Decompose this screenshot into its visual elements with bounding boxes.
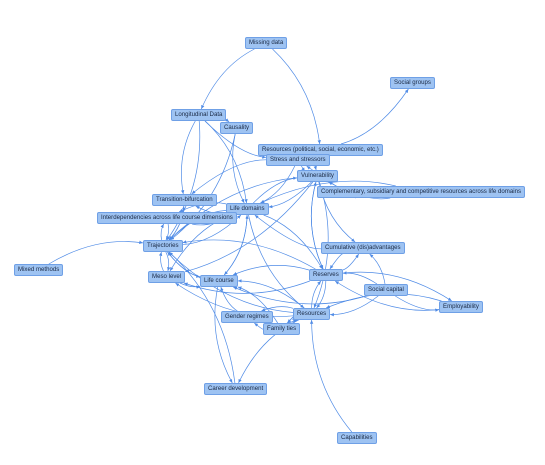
edge-reserves-to-life-course [232,265,310,276]
edge-resources-to-meso-level [175,282,294,317]
edge-cumulative-to-reserves [329,253,343,270]
node-transition-bifurcation[interactable]: Transition-bifurcation [152,194,217,206]
edge-resources-to-trajectories [168,251,294,313]
edge-career-development-to-trajectories [168,251,236,384]
node-meso-level[interactable]: Meso level [148,271,186,283]
node-reserves[interactable]: Reserves [309,269,343,281]
node-social-groups[interactable]: Social groups [390,77,435,89]
node-trajectories[interactable]: Trajectories [143,240,183,252]
edge-complementary-to-life-domains [260,180,396,204]
edge-life-domains-to-life-course [223,214,248,276]
edge-longitudinal-data-to-trajectories [166,120,201,241]
edge-resources-to-gender-regimes [261,306,294,312]
node-missing-data[interactable]: Missing data [245,37,288,49]
node-life-course[interactable]: Life course [200,275,238,287]
node-social-capital[interactable]: Social capital [364,284,408,296]
node-family-ties[interactable]: Family ties [263,323,301,335]
node-complementary-resources[interactable]: Complementary, subsidiary and competitiv… [317,186,526,198]
edge-gender-regimes-to-life-course [220,286,238,312]
edge-family-ties-to-life-course [237,286,278,324]
edge-trajectories-to-transition [168,205,186,241]
edge-reserves-to-trajectories [182,239,316,270]
edge-missing-data-to-longitudinal-data [200,48,255,110]
edge-longitudinal-data-to-transition [180,120,196,195]
edge-interdependencies-to-trajectories [165,223,170,241]
edge-cumulative-to-life-domains [254,214,322,250]
edge-social-capital-to-employability [395,295,440,312]
edge-resources-political-to-social-groups [340,88,409,145]
edge-life-course-to-life-domains [223,214,249,276]
node-gender-regimes[interactable]: Gender regimes [221,311,273,323]
edge-resources-to-reserves [311,280,322,309]
node-stress-and-stressors[interactable]: Stress and stressors [266,154,330,166]
edge-social-capital-to-resources [330,295,379,317]
edge-mixed-methods-to-trajectories [48,240,144,265]
edge-reserves-to-cumulative [342,253,359,271]
edge-life-domains-to-reserves [263,214,323,270]
node-career-development[interactable]: Career development [204,383,268,395]
node-causality[interactable]: Causality [220,122,254,134]
node-employability[interactable]: Employability [439,301,483,313]
edge-life-course-to-career-development [214,286,233,384]
node-longitudinal-data[interactable]: Longitudinal Data [171,109,227,121]
edge-reserves-to-vulnerability [310,181,324,270]
node-cumulative-disadvantages[interactable]: Cumulative (dis)advantages [321,242,405,254]
edge-reserves-to-meso-level [183,280,310,294]
edge-capabilities-to-resources [309,319,353,433]
edge-resources-to-life-course [237,279,305,309]
node-mixed-methods[interactable]: Mixed methods [14,264,64,276]
edge-vulnerability-to-life-domains [268,181,312,209]
edge-vulnerability-to-trajectories [168,177,298,241]
node-vulnerability[interactable]: Vulnerability [297,170,338,182]
edge-trajectories-to-interdependencies [160,223,165,241]
edge-reserves-to-resources [316,280,327,309]
edge-social-capital-to-cumulative [369,253,386,285]
node-capabilities[interactable]: Capabilities [337,432,377,444]
node-resources[interactable]: Resources [293,308,331,320]
edge-causality-to-trajectories [170,133,236,241]
edge-social-capital-to-reserves [342,271,378,285]
edge-trajectories-to-meso-level [165,251,171,272]
edge-vulnerability-to-meso-level [185,181,314,273]
edge-life-domains-to-resources [248,214,305,309]
edge-reserves-to-employability [342,271,452,302]
edge-stress-to-transition [191,159,267,195]
edge-life-domains-to-vulnerability [253,176,298,204]
edge-employability-to-reserves [334,280,440,311]
edge-missing-data-to-resources-political [272,48,321,145]
edge-family-ties-to-gender-regimes [254,322,264,330]
node-interdependencies[interactable]: Interdependencies across life course dim… [97,212,237,224]
edge-meso-level-to-trajectories [158,251,164,272]
